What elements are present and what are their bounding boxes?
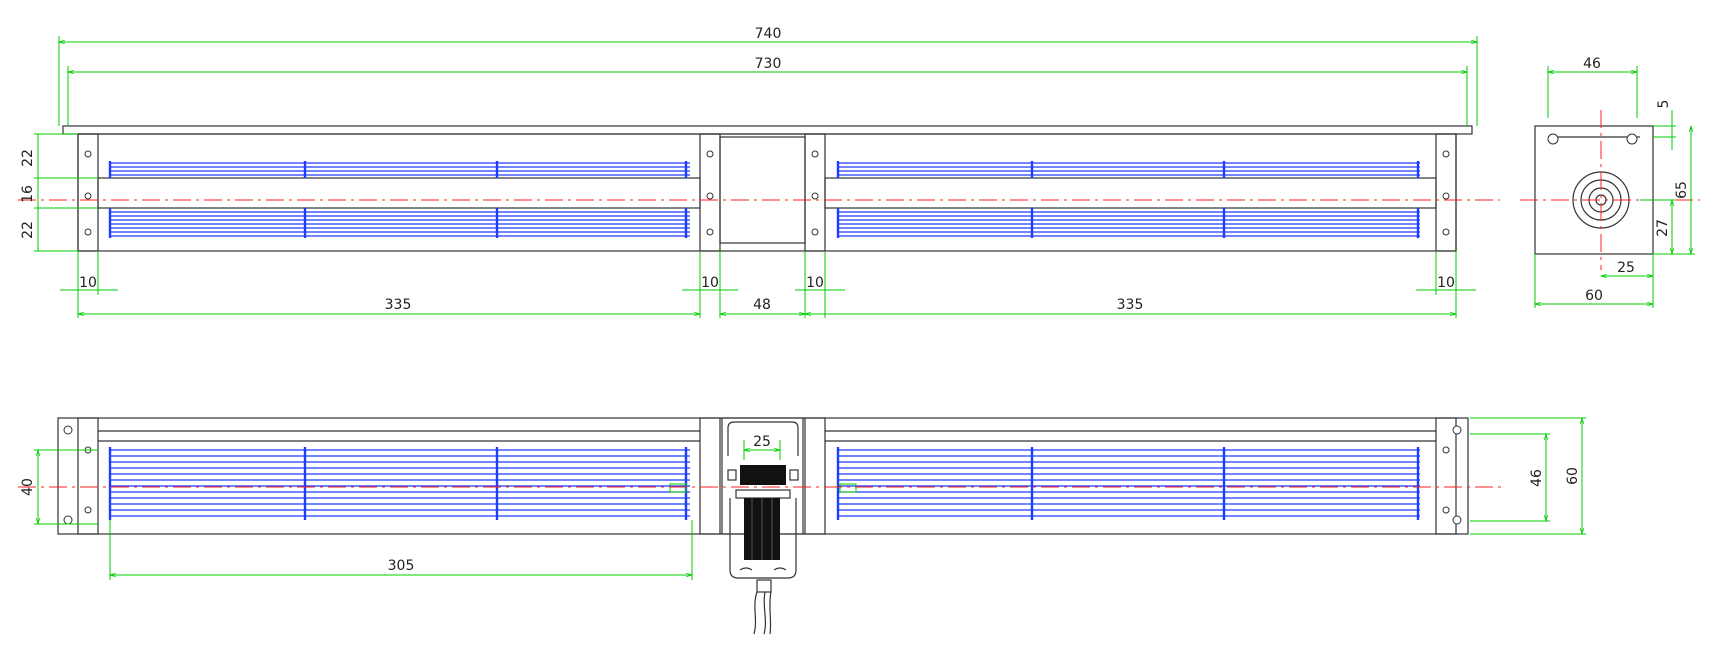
dim-right-section: 335	[1117, 297, 1144, 313]
dim-motor-width: 25	[753, 434, 771, 450]
dim-height-top: 22	[20, 149, 36, 167]
front-shaft-right	[824, 177, 1437, 209]
dim-left-section: 335	[385, 297, 412, 313]
front-view: 740 730 22 16 22 10 10 10 10 335	[18, 26, 1500, 318]
dim-motor-gap: 48	[753, 297, 771, 313]
side-view: 46 5 65 27 25 60	[1520, 56, 1700, 308]
dim-side-width-bottom: 60	[1585, 288, 1603, 304]
dim-height-bottom: 22	[20, 221, 36, 239]
dim-blade-length: 305	[388, 558, 415, 574]
dim-flange-mid-left: 10	[701, 275, 719, 291]
front-motor-housing	[719, 136, 806, 244]
dim-overall-length: 740	[755, 26, 782, 42]
dim-total-height: 60	[1565, 467, 1581, 485]
front-blades-right-top	[836, 161, 1420, 178]
dim-inner-length: 730	[755, 56, 782, 72]
bottom-blades-left	[108, 447, 690, 520]
dim-side-center-offset: 25	[1617, 260, 1635, 276]
dim-mount-height: 46	[1529, 469, 1545, 487]
dim-side-total-height: 65	[1674, 181, 1690, 199]
dim-side-width-top: 46	[1583, 56, 1601, 72]
front-blades-left-bottom	[108, 208, 690, 238]
bottom-blades-right	[836, 447, 1420, 520]
dim-side-center-height: 27	[1655, 219, 1671, 237]
motor-assembly	[669, 417, 857, 635]
dim-impeller-height: 40	[20, 478, 36, 496]
front-top-plate	[62, 125, 1473, 135]
dim-flange-mid-right: 10	[806, 275, 824, 291]
bottom-view: 25 40 305 46 60	[18, 417, 1586, 635]
dim-flange-right: 10	[1437, 275, 1455, 291]
dim-side-offset-top: 5	[1656, 100, 1672, 109]
front-shaft-left	[97, 177, 701, 209]
side-body	[1534, 125, 1654, 255]
front-blades-right-bottom	[836, 208, 1420, 238]
dim-height-mid: 16	[20, 185, 36, 203]
dim-flange-left: 10	[79, 275, 97, 291]
front-blades-left-top	[108, 161, 690, 178]
front-body	[77, 133, 1457, 252]
